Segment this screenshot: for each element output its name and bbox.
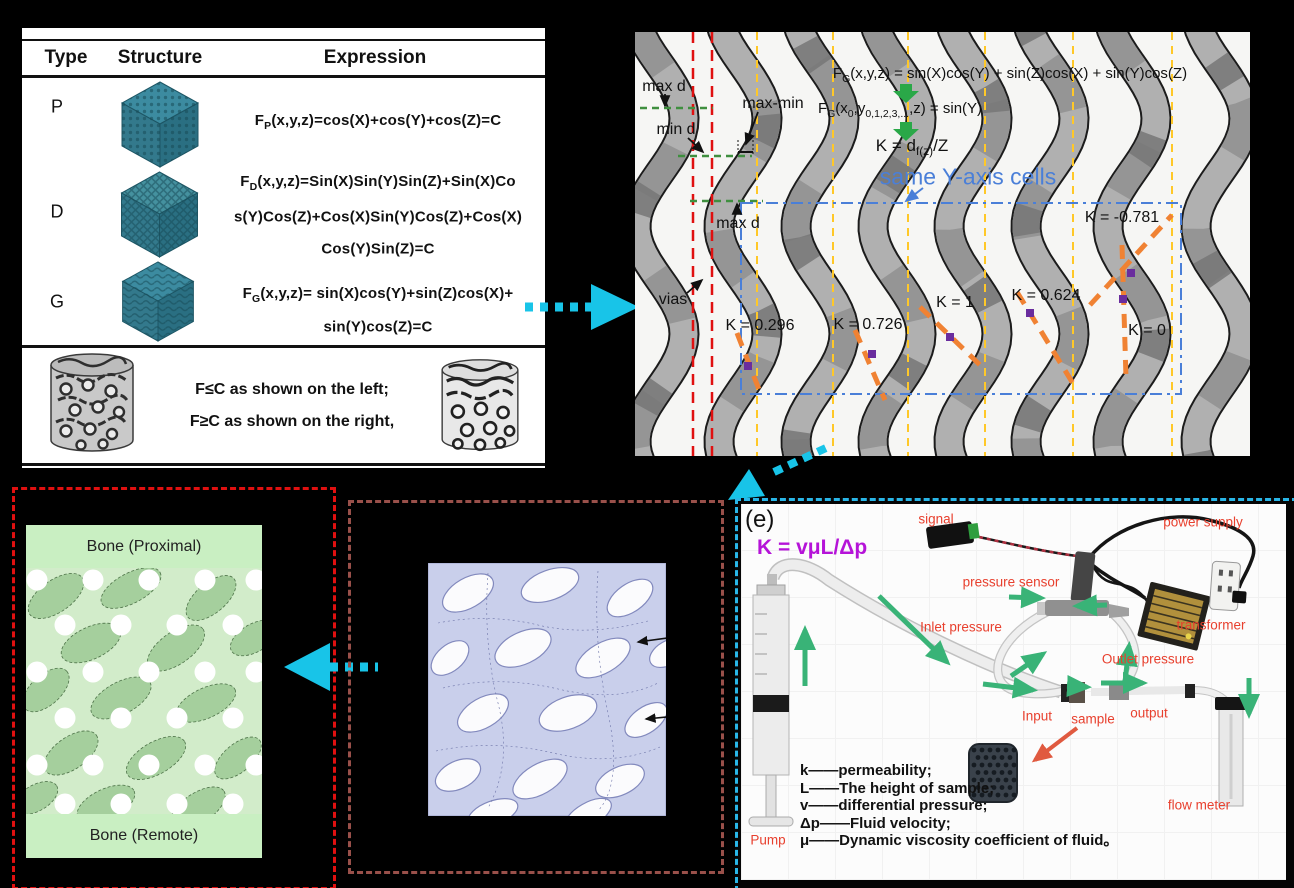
pressure-sensor-label: pressure sensor: [962, 574, 1060, 590]
formula-k: K = df(z)/Z: [875, 135, 949, 159]
max-d-label: max d: [642, 78, 686, 95]
table-rule-header: [22, 75, 545, 78]
input-label: Input: [1021, 708, 1053, 724]
col-header-expression: Expression: [323, 47, 427, 68]
flow-meter-device: [1215, 697, 1247, 807]
row-type-p: P: [50, 96, 64, 117]
legend-line-dp: Δp——Fluid velocity;: [800, 814, 951, 832]
expression-p: FP(x,y,z)=cos(X)+cos(Y)+cos(Z)=C: [254, 112, 502, 132]
gyroid-cad-image: [428, 563, 666, 816]
min-d-label: min d: [656, 121, 696, 138]
flow-meter-label: flow meter: [1167, 797, 1231, 813]
bone-scaffold-image: Bone (Proximal): [26, 525, 262, 858]
note-line1: F≤C as shown on the left;: [195, 381, 389, 398]
col-header-structure: Structure: [117, 47, 203, 68]
legend-line-mu: μ——Dynamic viscosity coefficient of flui…: [800, 832, 1119, 849]
mesh-texture: [435, 570, 661, 812]
signal-connector: [926, 521, 980, 549]
expression-d-line1: FD(x,y,z)=Sin(X)Sin(Y)Sin(Z)+Sin(X)Co: [240, 173, 516, 193]
power-supply-label: power supply: [1163, 514, 1243, 530]
k-value-3: K = 0.624: [1011, 287, 1081, 304]
derivation-green-arrows: [893, 84, 919, 141]
diameter-green-lines: [640, 106, 763, 203]
table-rule-mid: [22, 345, 545, 348]
inlet-pressure-label: Inlet pressure: [920, 619, 1002, 635]
same-y-cells-label: same Y-axis cells: [879, 163, 1057, 190]
output-label: output: [1130, 705, 1168, 721]
k-value-2: K = 1: [936, 294, 974, 311]
sample-label: sample: [1071, 711, 1115, 727]
legend-line-k: k——permeability;: [800, 762, 932, 779]
bone-proximal-banner: Bone (Proximal): [26, 525, 262, 568]
max-min-label: max-min: [742, 95, 804, 112]
tpms-cube-p-image: [120, 81, 200, 168]
syringe-pump: [748, 574, 794, 827]
table-rule-top: [22, 39, 545, 41]
legend-line-v: v——differential pressure;: [800, 797, 988, 814]
annotation-arrows: [659, 94, 759, 294]
tpms-cube-d-image: [120, 171, 199, 258]
k-value-4: K = -0.781: [1084, 209, 1160, 226]
expression-d-line3: Cos(Y)Sin(Z)=C: [321, 240, 435, 258]
outlet-pressure-label: Outlet pressure: [1101, 651, 1195, 667]
gradient-structure-panel: FG(x,y,z) = sin(X)cos(Y) + sin(Z)cos(X) …: [635, 32, 1250, 456]
gyroid-cad-panel: [348, 500, 724, 874]
k-value-5: K = 0: [1128, 322, 1166, 339]
flow-arrow-downleft-icon: [728, 444, 828, 500]
tpms-cube-g-image: [121, 261, 195, 342]
same-y-pointer: [904, 187, 924, 203]
k-point-markers: [744, 269, 1135, 370]
panel-e-label: (e): [745, 506, 775, 533]
transformer-device: [1137, 581, 1211, 651]
porous-cylinder-right-image: [441, 359, 519, 452]
legend-line-l: L——The height of sample;: [800, 779, 995, 797]
bone-remote-banner: Bone (Remote): [26, 814, 262, 858]
table-rule-bottom: [22, 463, 545, 466]
cell-yellow-lines: [756, 32, 1173, 456]
sample-object: [968, 743, 1018, 803]
max-d2-label: max d: [716, 215, 760, 232]
bone-proximal-label: Bone (Proximal): [86, 537, 202, 555]
transformer-label: transformer: [1176, 617, 1246, 633]
expression-g-line2: sin(Y)cos(Z)=C: [323, 318, 433, 336]
col-header-type: Type: [44, 47, 88, 68]
pore-pointer-arrows: [636, 635, 666, 723]
bone-via-holes: [26, 569, 262, 814]
formula-fg-reduced: FG(x0,y0,1,2,3,...,z) = sin(Y): [817, 100, 983, 120]
tpms-table-panel: Type Structure Expression P FP(x,y,z)=co…: [22, 28, 545, 468]
permeability-test-panel: (e) K = vμL/Δp signal power supply press…: [735, 498, 1294, 888]
k-value-0: K = 0.296: [725, 317, 795, 334]
k-value-1: K = 0.726: [833, 316, 903, 333]
row-type-d: D: [50, 201, 64, 222]
power-strip: [1209, 560, 1247, 612]
bone-structure-drawing: [26, 568, 262, 814]
sample-pointer-arrow: [1031, 726, 1079, 763]
permeability-legend: k——permeability; L——The height of sample…: [800, 762, 1118, 850]
gradient-structure-drawing: [635, 32, 1250, 456]
signal-label: signal: [918, 511, 954, 527]
flow-arrow-right-icon: [525, 284, 639, 330]
apparatus-drawing: [748, 515, 1261, 827]
permeability-photo: (e) K = vμL/Δp signal power supply press…: [741, 504, 1286, 880]
bone-scaffold-panel: Bone (Proximal): [12, 487, 336, 888]
note-line2: F≥C as shown on the right,: [189, 413, 395, 430]
row-type-g: G: [49, 291, 65, 312]
formula-fg: FG(x,y,z) = sin(X)cos(Y) + sin(Z)cos(X) …: [832, 65, 1188, 85]
permeability-formula: K = vμL/Δp: [757, 536, 868, 559]
porous-cylinder-left-image: [50, 353, 134, 452]
vias-label: vias: [658, 291, 688, 308]
expression-d-line2: s(Y)Cos(Z)+Cos(X)Sin(Y)Cos(Z)+Cos(X): [233, 208, 523, 226]
bone-remote-label: Bone (Remote): [89, 827, 199, 844]
pump-label: Pump: [750, 832, 786, 848]
max-min-bracket: [737, 140, 754, 156]
expression-g-line1: FG(x,y,z)= sin(X)cos(Y)+sin(Z)cos(X)+: [242, 285, 514, 305]
flow-arrow-left-icon: [284, 643, 378, 691]
same-y-cells-box: [740, 202, 1182, 395]
gyroid-pores: [430, 566, 666, 816]
flow-direction-arrows: [793, 586, 1261, 719]
